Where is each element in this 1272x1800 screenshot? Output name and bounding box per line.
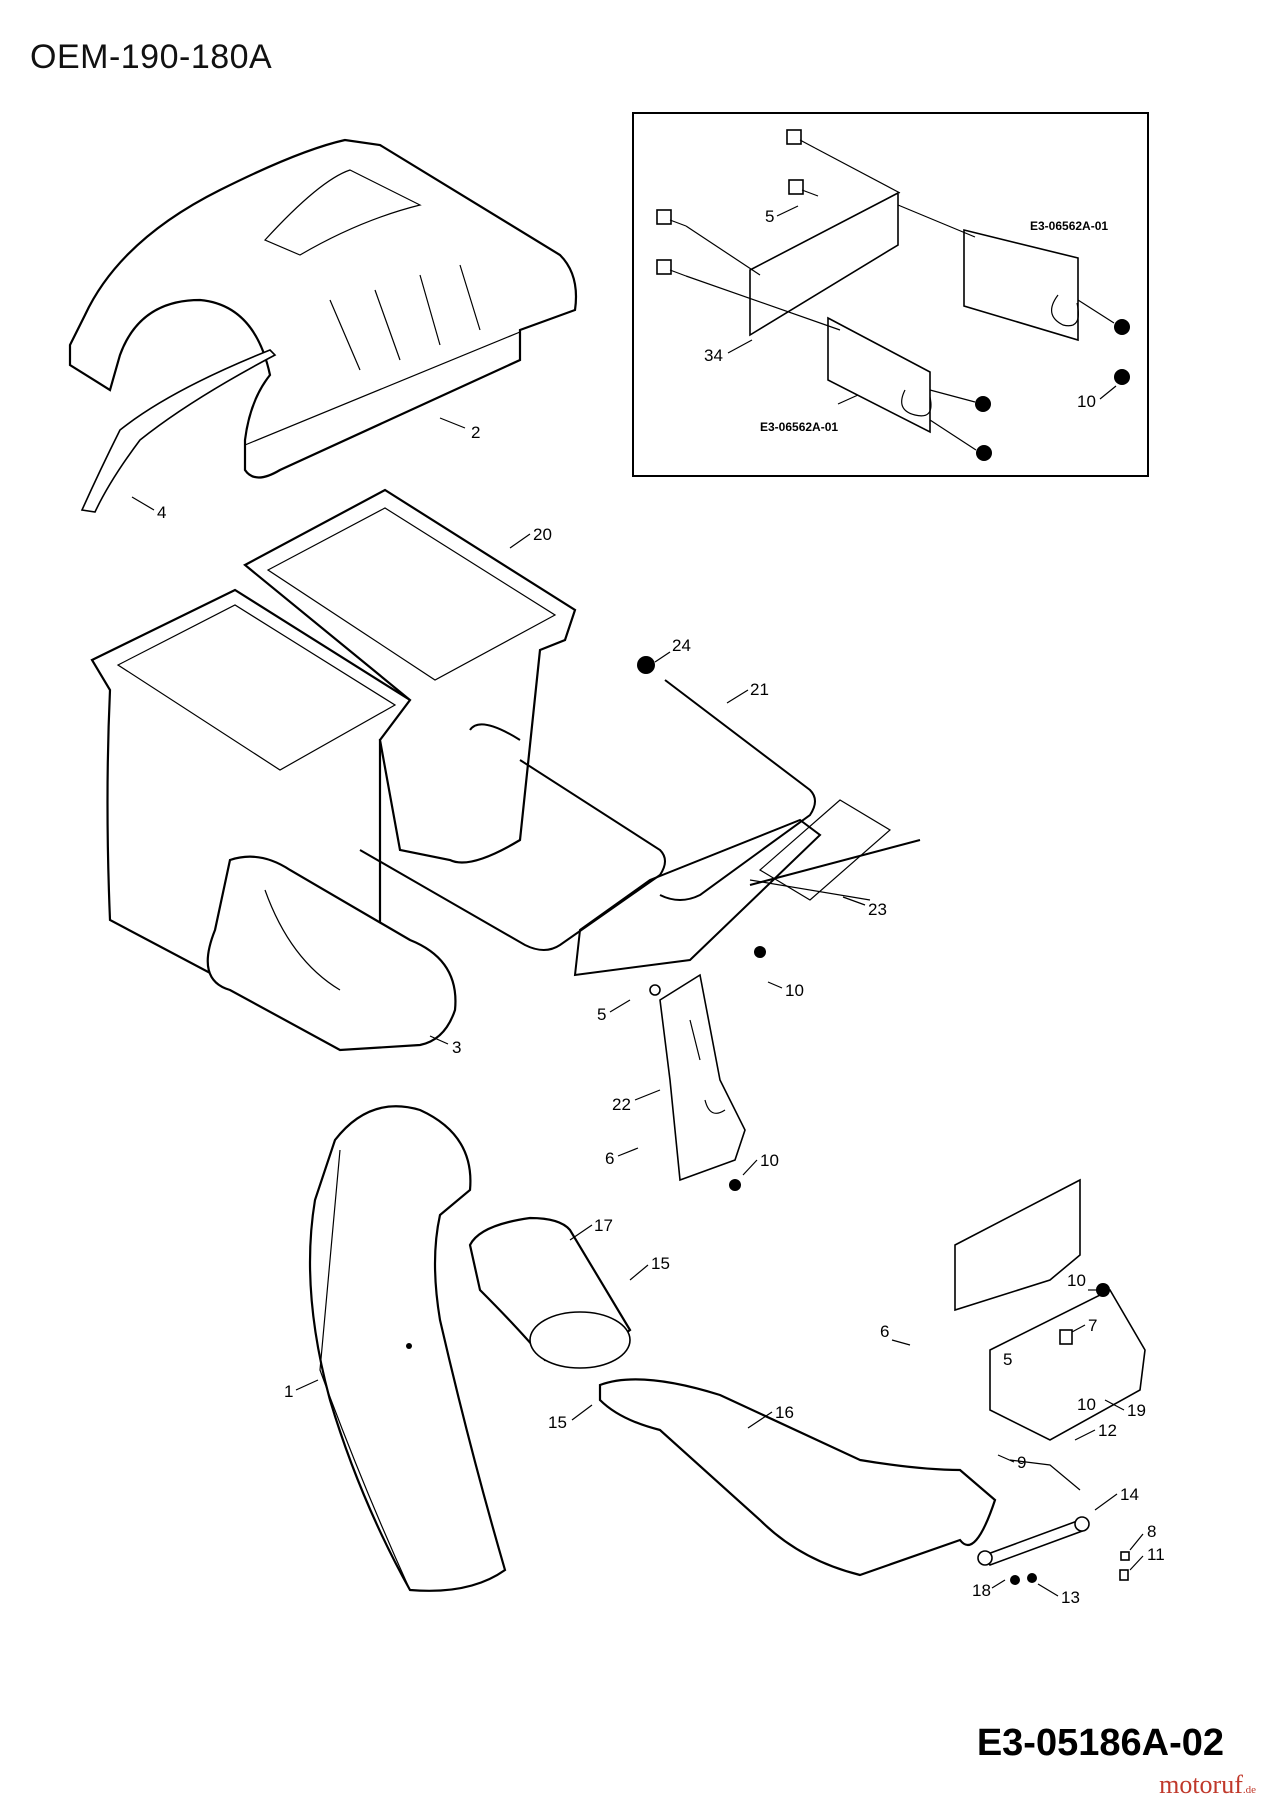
inset-label-34: 34 [704, 346, 723, 365]
callout-6b: 6 [880, 1322, 889, 1341]
callout-18: 18 [972, 1581, 991, 1600]
deflector-flap [80, 349, 277, 513]
bag-adapter [206, 855, 457, 1052]
callout-22: 22 [612, 1095, 631, 1114]
diagram-title: OEM-190-180A [30, 38, 273, 76]
lower-chute [468, 1216, 997, 1577]
callout-21: 21 [750, 680, 769, 699]
callout-12: 12 [1098, 1421, 1117, 1440]
watermark-brand: motoruf [1159, 1770, 1243, 1799]
callouts: 2 4 20 24 21 23 10 5 3 22 6 10 17 15 1 1… [131, 417, 1165, 1607]
callout-1: 1 [284, 1382, 293, 1401]
watermark-suffix: .de [1242, 1784, 1256, 1796]
rod [749, 799, 921, 901]
inset-bolts [656, 129, 819, 277]
callout-17: 17 [594, 1216, 613, 1235]
callout-7: 7 [1088, 1316, 1097, 1335]
right-bracket-plate [963, 228, 1079, 342]
callout-9: 9 [1017, 1453, 1026, 1472]
callout-8: 8 [1147, 1522, 1156, 1541]
callout-13: 13 [1061, 1588, 1080, 1607]
mount-bracket [649, 946, 766, 1191]
callout-20: 20 [533, 525, 552, 544]
callout-24: 24 [672, 636, 691, 655]
callout-15a: 15 [651, 1254, 670, 1273]
discharge-chute [308, 1105, 507, 1592]
inset-label-5: 5 [765, 207, 774, 226]
link-arm [977, 1516, 1130, 1585]
callout-3: 3 [452, 1038, 461, 1057]
inset-label-10: 10 [1077, 392, 1096, 411]
bracket-plate [749, 191, 899, 337]
bagger-cover [68, 138, 578, 479]
callout-16: 16 [775, 1403, 794, 1422]
callout-5a: 5 [597, 1005, 606, 1024]
callout-10c: 10 [1067, 1271, 1086, 1290]
inset-panel: 5 34 10 E3-06562A-01 E3-06562A-01 [632, 112, 1149, 477]
inset-ref-top: E3-06562A-01 [1030, 219, 1108, 233]
callout-6a: 6 [605, 1149, 614, 1168]
callout-14: 14 [1120, 1485, 1139, 1504]
callout-19: 19 [1127, 1401, 1146, 1420]
support-frame [359, 656, 822, 977]
callout-10a: 10 [785, 981, 804, 1000]
inset-ref-bottom: E3-06562A-01 [760, 420, 838, 434]
callout-23: 23 [868, 900, 887, 919]
lower-mount-bracket [954, 1178, 1146, 1491]
lower-bracket-plate [827, 316, 931, 434]
callout-10b: 10 [760, 1151, 779, 1170]
callout-5b: 5 [1003, 1350, 1012, 1369]
callout-11: 11 [1147, 1545, 1165, 1564]
callout-15b: 15 [548, 1413, 567, 1432]
callout-4: 4 [157, 503, 166, 522]
drawing-code: E3-05186A-02 [976, 1722, 1224, 1764]
inset-nuts [975, 319, 1130, 461]
watermark: motoruf.de [1159, 1770, 1256, 1800]
callout-10d: 10 [1077, 1395, 1096, 1414]
callout-2: 2 [471, 423, 480, 442]
